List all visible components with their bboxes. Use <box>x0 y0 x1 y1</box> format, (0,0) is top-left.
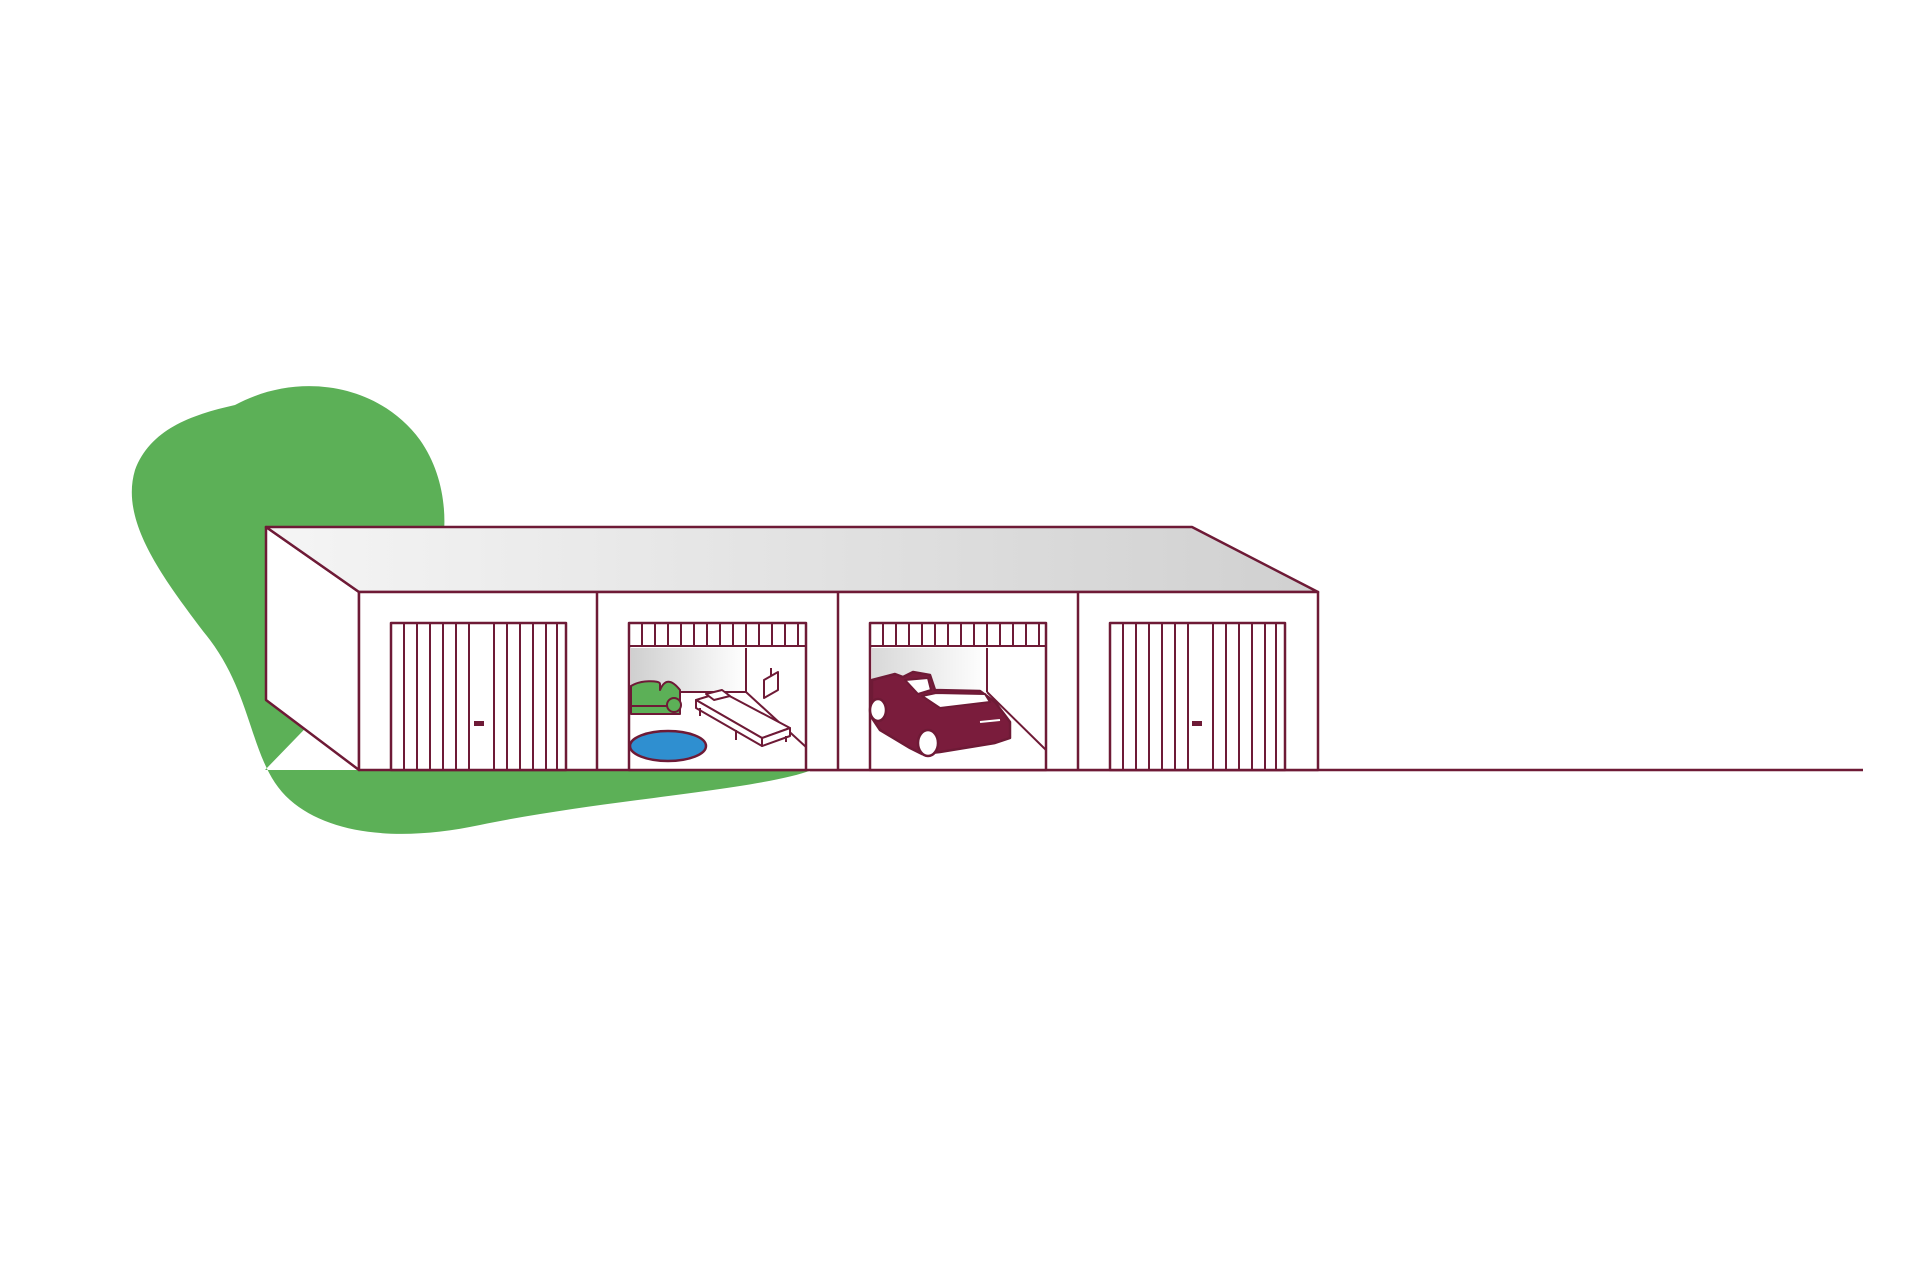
rolled-up-door <box>870 623 1046 647</box>
car-icon <box>868 670 1012 758</box>
car-wheel <box>916 728 940 758</box>
rug-icon <box>628 729 708 763</box>
roof <box>264 525 1320 594</box>
open-garage-car <box>868 621 1048 772</box>
door-handle-icon <box>1192 721 1202 726</box>
closed-garage-door <box>1108 621 1287 772</box>
closed-garage-door <box>389 621 568 772</box>
open-garage-bedroom <box>627 621 808 772</box>
garage-row-icon <box>264 525 1320 772</box>
door-handle-icon <box>474 721 484 726</box>
bed-icon <box>695 689 791 747</box>
sofa-icon <box>630 680 682 715</box>
rolled-up-door <box>629 623 806 647</box>
car-wheel <box>868 697 888 723</box>
wall-frame-icon <box>763 668 779 699</box>
